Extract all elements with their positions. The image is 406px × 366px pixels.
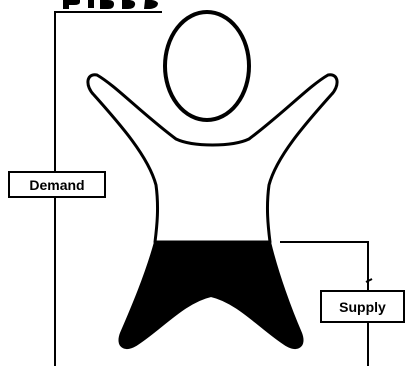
demand-label: Demand (8, 171, 106, 198)
figure-head (165, 12, 249, 120)
cropped-top-text (63, 0, 158, 9)
supply-tick-mark (366, 279, 372, 282)
demand-label-text: Demand (29, 178, 84, 192)
figure-legs (119, 242, 302, 348)
supply-label: Supply (320, 290, 405, 323)
supply-label-text: Supply (339, 300, 386, 314)
